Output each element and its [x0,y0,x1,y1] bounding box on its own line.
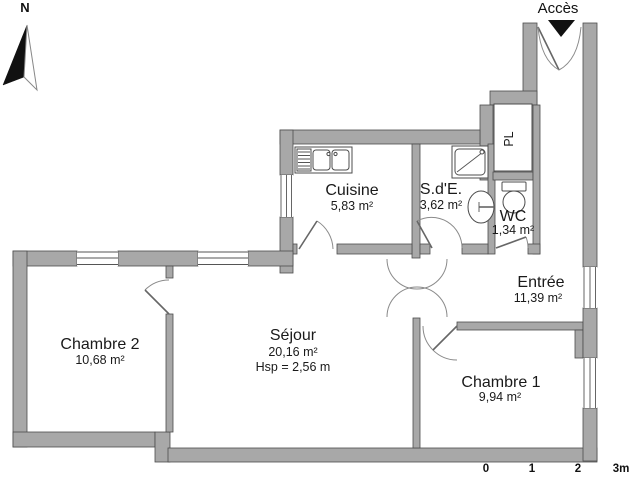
window-sejour [198,251,248,266]
scale-tick-0: 0 [483,463,489,475]
room-label-sejour: Séjour [270,327,317,344]
shower [451,145,489,179]
window-chambre1 [583,358,597,408]
room-area-sejour: 20,16 m² [268,345,317,359]
scale-tick-1: 1 [529,463,536,475]
window-chambre2 [77,251,118,266]
room-area-chambre1: 9,94 m² [479,390,521,404]
door-sde [416,216,463,249]
room-area-entree: 11,39 m² [514,291,562,305]
room-labels: Cuisine 5,83 m² S.d'E. 3,62 m² WC 1,34 m… [60,131,564,404]
window-cuisine [280,175,293,217]
double-door-sejour [386,258,448,318]
room-area-cuisine: 5,83 m² [331,199,373,213]
room-label-cuisine: Cuisine [325,182,378,199]
kitchen-sink [294,146,353,174]
room-label-sde: S.d'E. [420,181,462,198]
room-label-wc: WC [500,208,527,225]
access-label: Accès [538,0,579,17]
door-chambre1 [422,325,458,361]
door-wc [495,236,529,249]
entry-door [537,26,582,71]
scale-tick-3: 3m [613,463,630,475]
access-arrow-icon [548,20,575,37]
room-label-entree: Entrée [517,274,564,291]
walls [12,22,598,463]
window-entree [583,267,597,308]
room-label-placard: PL [502,131,516,146]
scale-bar: 0 1 2 3m [483,463,630,475]
closet-pl [493,103,533,172]
toilet [501,181,527,214]
north-arrow-icon [2,24,38,92]
north-label: N [20,0,29,15]
fixtures [294,145,527,224]
room-label-chambre2: Chambre 2 [60,336,139,353]
room-hsp-sejour: Hsp = 2,56 m [256,360,331,374]
room-area-chambre2: 10,68 m² [75,353,124,367]
room-area-sde: 3,62 m² [420,198,462,212]
door-chambre2 [144,279,170,315]
doors [144,26,582,361]
scale-tick-2: 2 [575,463,581,475]
door-cuisine [298,220,334,250]
room-label-chambre1: Chambre 1 [461,374,540,391]
washbasin [467,190,495,224]
windows [77,175,597,408]
room-area-wc: 1,34 m² [492,223,534,237]
